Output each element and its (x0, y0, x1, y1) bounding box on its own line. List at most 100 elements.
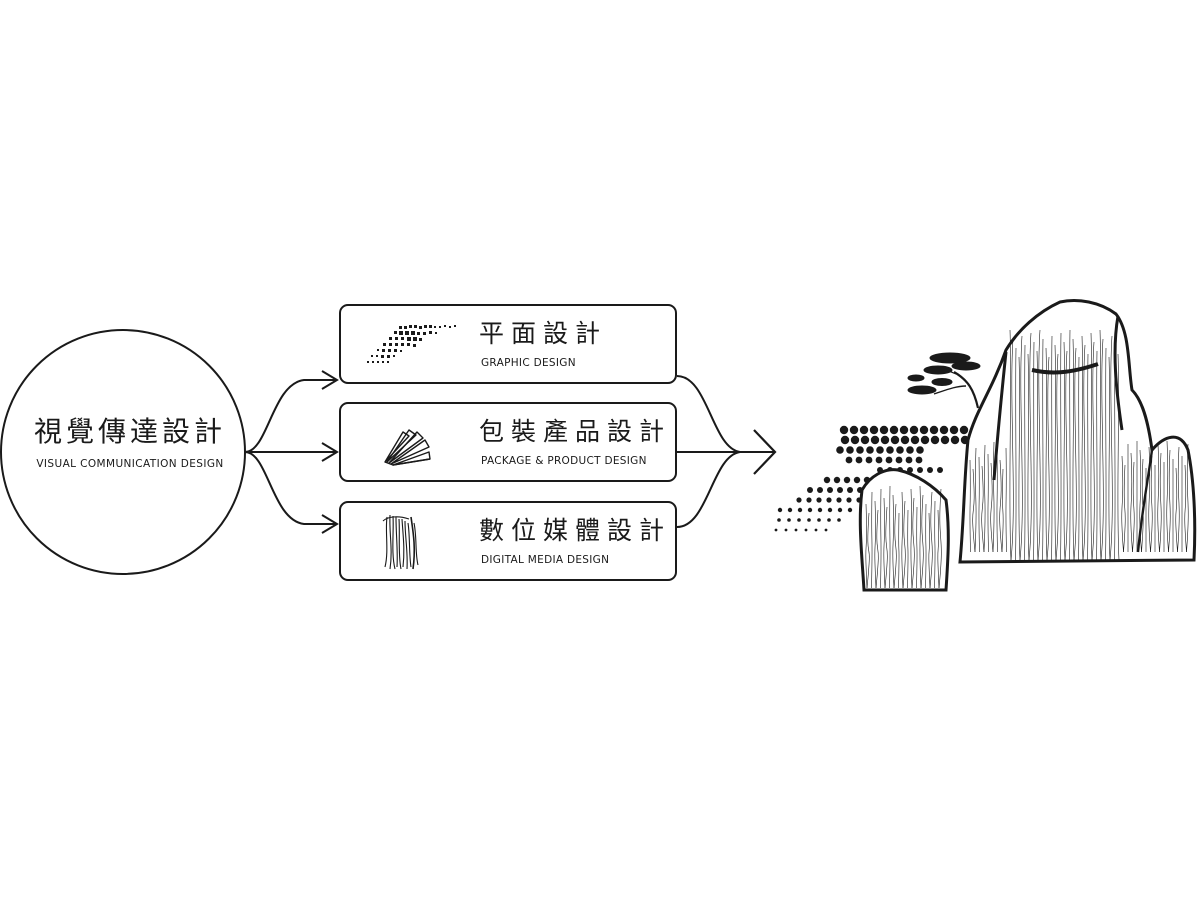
halftone-dot (950, 435, 960, 445)
hatch-stroke (1157, 443, 1160, 553)
hatch-stroke (1073, 347, 1077, 561)
mountain-rock-shapes (858, 299, 1197, 592)
halftone-dot (959, 425, 969, 435)
halftone-dot (949, 425, 959, 435)
branch-title: 數位媒體設計 (479, 516, 672, 545)
halftone-dot (865, 456, 873, 464)
hatch-stroke (919, 485, 922, 589)
hatch-stroke (1132, 461, 1135, 553)
halftone-dot (845, 456, 853, 464)
halftone-dot (856, 446, 864, 454)
halftone-dot (937, 467, 943, 473)
halftone-dot (907, 467, 913, 473)
branch-box-graphic-design: 平面設計 GRAPHIC DESIGN (339, 304, 677, 384)
halftone-dot (787, 507, 793, 513)
hatch-stroke (1009, 329, 1012, 561)
root-subtitle: VISUAL COMMUNICATION DESIGN (36, 458, 224, 470)
hatch-stroke (1069, 329, 1071, 561)
hatch-stroke (910, 488, 913, 589)
halftone-dot (876, 446, 884, 454)
halftone-dot (784, 528, 788, 532)
hatch-stroke (1001, 468, 1004, 553)
halftone-dot (929, 425, 939, 435)
hatch-stroke (1141, 458, 1144, 553)
halftone-dot (804, 528, 808, 532)
hatch-stroke (1175, 467, 1178, 553)
hatch-stroke (907, 509, 909, 589)
halftone-dot (917, 467, 923, 473)
halftone-dot (797, 507, 803, 513)
hatch-stroke (1100, 338, 1104, 561)
hatch-stroke (929, 491, 933, 589)
halftone-dot (849, 425, 859, 435)
branch-box-digital-media-design: 數位媒體設計 DIGITAL MEDIA DESIGN (339, 501, 677, 581)
halftone-dot (939, 425, 949, 435)
ink-mountain-illustration (774, 299, 1197, 592)
branch-title: 包裝產品設計 (479, 417, 672, 446)
hatch-stroke (1123, 464, 1126, 553)
halftone-dot (777, 518, 781, 522)
hatch-stroke (1028, 332, 1032, 561)
halftone-dot (886, 446, 894, 454)
root-title: 視覺傳達設計 (33, 415, 226, 448)
merge-line-bottom (676, 451, 741, 528)
hatch-stroke (1114, 344, 1116, 561)
halftone-dot (896, 446, 904, 454)
hatch-stroke (969, 459, 971, 553)
halftone-dot (866, 446, 874, 454)
branch-box-package-product-design: 包裝產品設計 PACKAGE & PRODUCT DESIGN (339, 402, 677, 482)
halftone-dot (797, 518, 801, 522)
hatch-stroke (1010, 338, 1014, 561)
hatch-stroke (1037, 329, 1041, 561)
hatch-stroke (938, 488, 942, 589)
waterfall-icon (382, 514, 419, 570)
hatch-stroke (884, 506, 888, 589)
hatch-stroke (893, 503, 897, 589)
hatch-stroke (1166, 440, 1169, 553)
halftone-dot (836, 446, 844, 454)
hatch-stroke (1024, 344, 1026, 561)
halftone-dot (836, 497, 842, 503)
hatch-stroke (1168, 449, 1171, 553)
hatch-stroke (865, 503, 868, 589)
halftone-dot (860, 435, 870, 445)
halftone-dot (905, 456, 913, 464)
hatch-stroke (1042, 338, 1044, 561)
hatch-stroke (875, 509, 879, 589)
hatch-stroke (1015, 347, 1017, 561)
halftone-dot (826, 497, 832, 503)
hatch-stroke (889, 485, 891, 589)
hatch-stroke (996, 450, 998, 553)
hatch-stroke (937, 509, 940, 589)
halftone-dot (927, 467, 933, 473)
hatch-stroke (866, 512, 870, 589)
halftone-dot (846, 446, 854, 454)
hatch-stroke (1045, 347, 1048, 561)
hatch-stroke (1005, 447, 1007, 553)
branch-subtitle: GRAPHIC DESIGN (481, 357, 576, 369)
arrowhead-top (321, 370, 339, 390)
hatch-stroke (934, 500, 936, 589)
pine-tree-icon (907, 352, 981, 409)
hatch-stroke (871, 491, 873, 589)
halftone-dot (843, 476, 851, 484)
hatch-stroke (1117, 353, 1120, 561)
hatch-stroke (898, 512, 900, 589)
halftone-dot (794, 528, 798, 532)
hatch-stroke (999, 459, 1003, 553)
halftone-dot (827, 487, 833, 493)
hatch-stroke (1055, 353, 1059, 561)
halftone-dot (806, 497, 812, 503)
hatch-stroke (1091, 341, 1095, 561)
halftone-dot (817, 507, 823, 513)
halftone-dot (859, 425, 869, 435)
hatch-stroke (1184, 464, 1187, 553)
branch-arrow-bottom (244, 451, 336, 525)
hatch-stroke (1108, 356, 1111, 561)
hatch-stroke (1078, 356, 1080, 561)
hatch-stroke (1063, 341, 1066, 561)
hatch-stroke (892, 494, 895, 589)
hatch-stroke (1064, 350, 1068, 561)
hatch-stroke (1027, 353, 1030, 561)
